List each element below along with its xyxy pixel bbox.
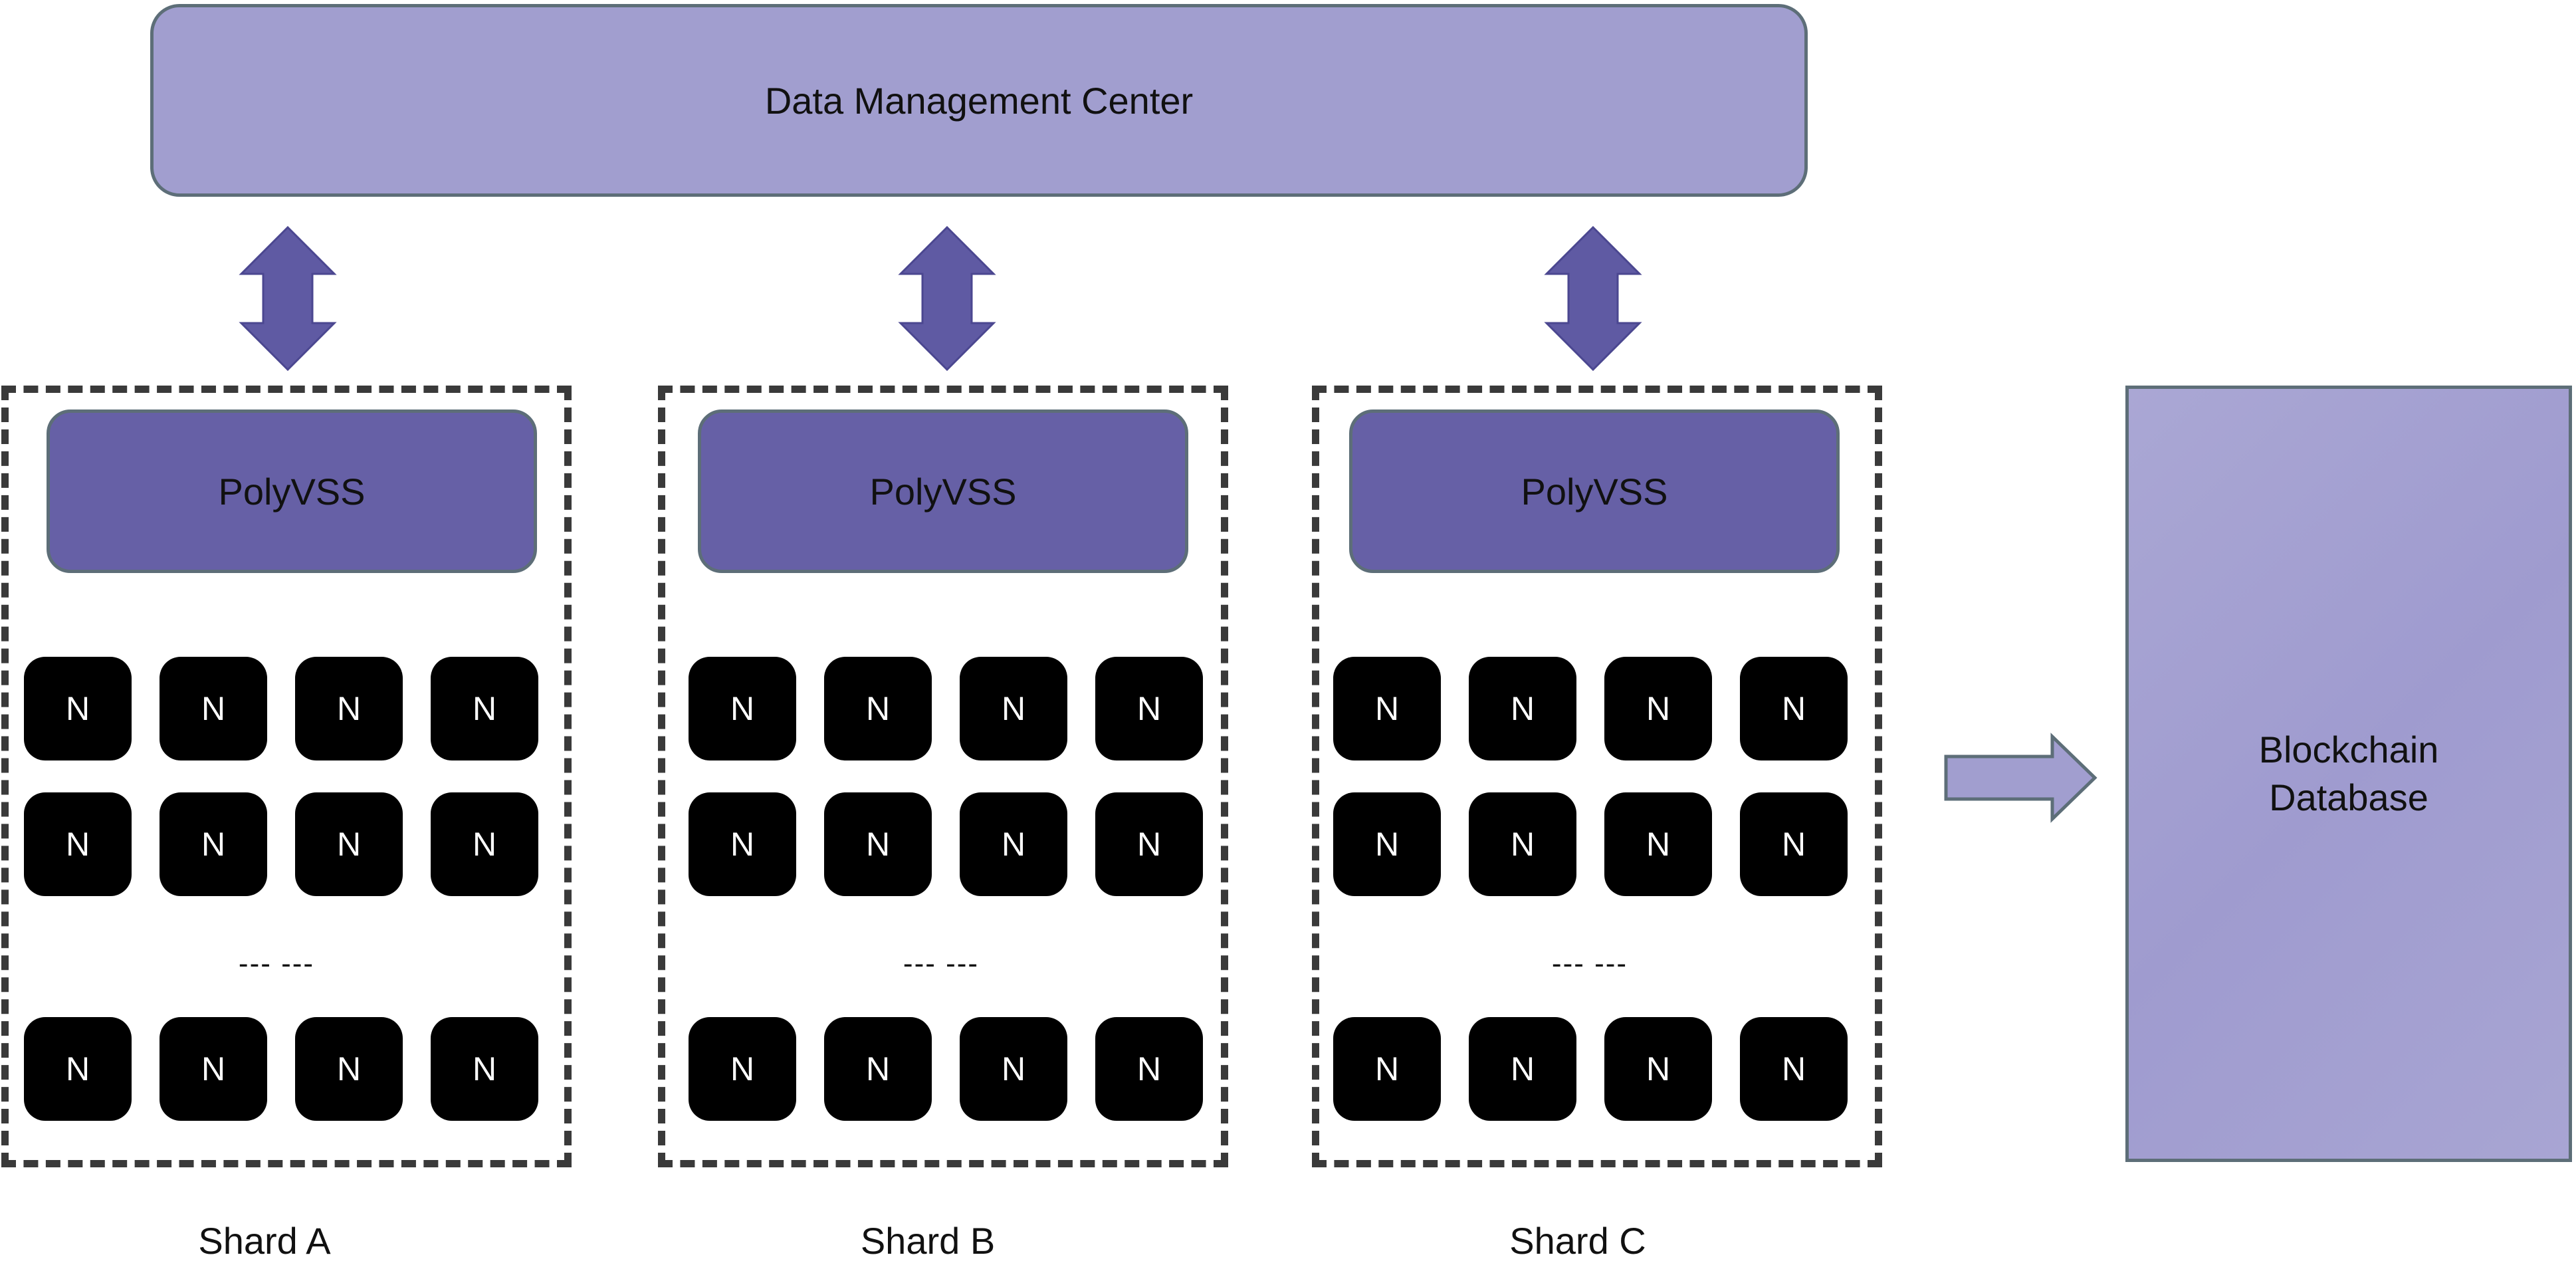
shard-c-node: N	[1740, 792, 1848, 896]
data-management-center-label: Data Management Center	[764, 79, 1194, 122]
shard-c-node: N	[1469, 1017, 1576, 1121]
arrow-to-database	[1944, 733, 2097, 823]
shard-a-node: N	[431, 1017, 538, 1121]
shard-b-label: Shard B	[860, 1219, 996, 1262]
shard-c-node: N	[1604, 1017, 1712, 1121]
shard-c-node: N	[1469, 792, 1576, 896]
shard-c-node: N	[1333, 792, 1441, 896]
shard-b-node: N	[960, 1017, 1067, 1121]
shard-a-node: N	[160, 792, 267, 896]
shard-b-node: N	[1095, 792, 1203, 896]
shard-c-node: N	[1740, 1017, 1848, 1121]
shard-a-label: Shard A	[198, 1219, 331, 1262]
shard-b-node: N	[689, 657, 796, 760]
shard-a-node: N	[431, 657, 538, 760]
shard-b-ellipsis: --- ---	[903, 947, 980, 980]
shard-c-container	[1312, 386, 1882, 1167]
shard-a-container	[1, 386, 572, 1167]
double-arrow-shard-c	[1544, 225, 1642, 372]
shard-a-node: N	[24, 657, 132, 760]
shard-c-polyvss: PolyVSS	[1349, 409, 1840, 573]
shard-b-node: N	[960, 792, 1067, 896]
data-management-center-box: Data Management Center	[150, 4, 1808, 197]
shard-c-node: N	[1469, 657, 1576, 760]
polyvss-label: PolyVSS	[1521, 470, 1668, 513]
shard-c-node: N	[1740, 657, 1848, 760]
shard-a-node: N	[295, 657, 403, 760]
shard-a-node: N	[295, 1017, 403, 1121]
shard-a-node: N	[295, 792, 403, 896]
database-label-line2: Database	[2269, 776, 2428, 818]
shard-b-node: N	[689, 792, 796, 896]
shard-a-polyvss: PolyVSS	[47, 409, 537, 573]
shard-a-node: N	[24, 1017, 132, 1121]
shard-b-node: N	[1095, 1017, 1203, 1121]
shard-c-ellipsis: --- ---	[1551, 947, 1628, 980]
shard-b-node: N	[824, 1017, 932, 1121]
polyvss-label: PolyVSS	[869, 470, 1017, 513]
shard-b-node: N	[824, 792, 932, 896]
shard-a-node: N	[160, 1017, 267, 1121]
shard-b-container	[658, 386, 1228, 1167]
shard-c-node: N	[1333, 1017, 1441, 1121]
double-arrow-shard-a	[239, 225, 337, 372]
shard-a-node: N	[431, 792, 538, 896]
shard-c-label: Shard C	[1509, 1219, 1646, 1262]
polyvss-label: PolyVSS	[218, 470, 366, 513]
shard-a-node: N	[160, 657, 267, 760]
shard-a-node: N	[24, 792, 132, 896]
database-label-line1: Blockchain	[2258, 729, 2439, 770]
shard-c-node: N	[1333, 657, 1441, 760]
shard-b-polyvss: PolyVSS	[698, 409, 1188, 573]
shard-c-node: N	[1604, 792, 1712, 896]
shard-b-node: N	[1095, 657, 1203, 760]
double-arrow-shard-b	[898, 225, 996, 372]
shard-b-node: N	[960, 657, 1067, 760]
blockchain-database-box: Blockchain Database	[2125, 386, 2572, 1162]
shard-c-node: N	[1604, 657, 1712, 760]
shard-a-ellipsis: --- ---	[238, 947, 315, 980]
shard-b-node: N	[689, 1017, 796, 1121]
shard-b-node: N	[824, 657, 932, 760]
